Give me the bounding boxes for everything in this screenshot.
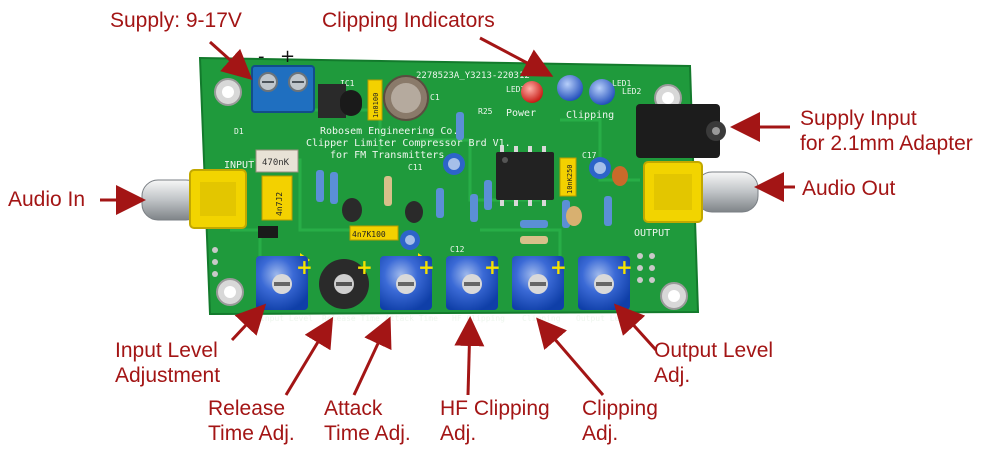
pot-label-release-time: Release Time (322, 314, 380, 323)
cap-4n7k100-mark: 4n7K100 (352, 230, 386, 239)
terminal-minus-label: - (258, 46, 265, 67)
callout-supply-input: Supply Input for 2.1mm Adapter (800, 107, 973, 155)
ic1-mark: IC1 (340, 79, 355, 88)
callout-audio-in: Audio In (8, 188, 86, 211)
header-pins (212, 247, 655, 283)
board-serial: 2278523A_Y3213-220312 (416, 71, 530, 81)
capacitor-1n0 (367, 79, 383, 121)
r25-mark: R25 (478, 107, 493, 116)
dc-barrel-jack (636, 104, 726, 158)
cap-470nk-mark: 470nK (262, 158, 290, 168)
callout-arrows (100, 36, 795, 396)
power-led (521, 81, 543, 103)
c1-mark: C1 (430, 93, 440, 102)
attack-time-pot[interactable]: + (380, 255, 435, 310)
svg-text:+: + (356, 255, 373, 279)
pot-label-hf-clipping: HF Clipping (452, 314, 505, 323)
led3-mark: LED3 (506, 85, 525, 94)
callout-supply: Supply: 9-17V (110, 9, 242, 32)
callout-clipping: Clipping Adj. (582, 397, 658, 445)
board-subtitle: for FM Transmitters (330, 150, 444, 161)
c17-mark: C17 (582, 151, 597, 160)
svg-text:+: + (550, 255, 567, 279)
input-level-pot[interactable]: + (256, 255, 313, 310)
c11-mark: C11 (408, 163, 423, 172)
cap-4n7j2-mark: 4n7J2 (275, 192, 284, 216)
release-time-pot[interactable]: + (319, 255, 373, 309)
output-rca-jack (643, 161, 759, 223)
capacitor-470nk (255, 149, 299, 173)
board-product: Clipper Limiter Compressor Brd V1. (306, 138, 511, 149)
terminal-plus-label: + (280, 46, 295, 67)
svg-text:+: + (418, 255, 435, 279)
electrolytic-capacitor-c17 (589, 157, 611, 179)
c12-mark: C12 (450, 245, 465, 254)
callout-audio-out: Audio Out (802, 177, 896, 200)
resistors (316, 112, 612, 244)
output-level-pot[interactable]: + (578, 255, 633, 310)
ceramic-capacitors (342, 166, 628, 226)
input-rca-jack (141, 169, 247, 229)
op-amp-ic (496, 146, 554, 206)
led2-mark: LED2 (622, 87, 641, 96)
output-silk-label: OUTPUT (634, 228, 670, 239)
clipping-led-2 (589, 79, 615, 105)
electrolytic-capacitor-c11 (443, 153, 465, 175)
callout-attack-time: Attack Time Adj. (324, 397, 411, 445)
transistor (340, 90, 362, 116)
board-company: Robosem Engineering Co. (320, 126, 458, 137)
clipping-pot[interactable]: + (512, 255, 567, 310)
jumper (258, 226, 278, 238)
pot-label-input-level: Input Level (260, 314, 313, 323)
callout-hf-clipping: HF Clipping Adj. (440, 397, 550, 445)
trim-potentiometers: + + + + + + (256, 255, 633, 310)
screw-terminal (251, 65, 315, 113)
d1-mark: D1 (234, 127, 244, 136)
callout-clipping-indicators: Clipping Indicators (322, 9, 495, 32)
capacitor-4n7k100 (349, 225, 399, 241)
svg-text:+: + (296, 255, 313, 279)
clipping-silk-label: Clipping (566, 110, 614, 121)
led1-mark: LED1 (612, 79, 631, 88)
svg-text:+: + (616, 255, 633, 279)
cap-10nk250-mark: 10nK250 (566, 164, 574, 194)
callout-input-level: Input Level Adjustment (115, 339, 221, 387)
svg-text:+: + (484, 255, 501, 279)
callout-output-level: Output Level Adj. (654, 339, 774, 387)
capacitor-4n7j2 (261, 175, 293, 221)
pot-label-output-level: Output Level (576, 314, 634, 323)
pot-label-attack-time: Attack Time (385, 314, 438, 323)
input-silk-label: INPUT (224, 160, 254, 171)
capacitor-10nk250 (559, 157, 577, 197)
hf-clipping-pot[interactable]: + (446, 255, 501, 310)
callout-release-time: Release Time Adj. (208, 397, 295, 445)
clipping-led-1 (557, 75, 583, 101)
power-silk-label: Power (506, 108, 536, 119)
electrolytic-capacitor-small (400, 230, 420, 250)
cap-1n0-mark: 1n0100 (372, 93, 380, 118)
electrolytic-capacitor-c1 (383, 75, 429, 121)
